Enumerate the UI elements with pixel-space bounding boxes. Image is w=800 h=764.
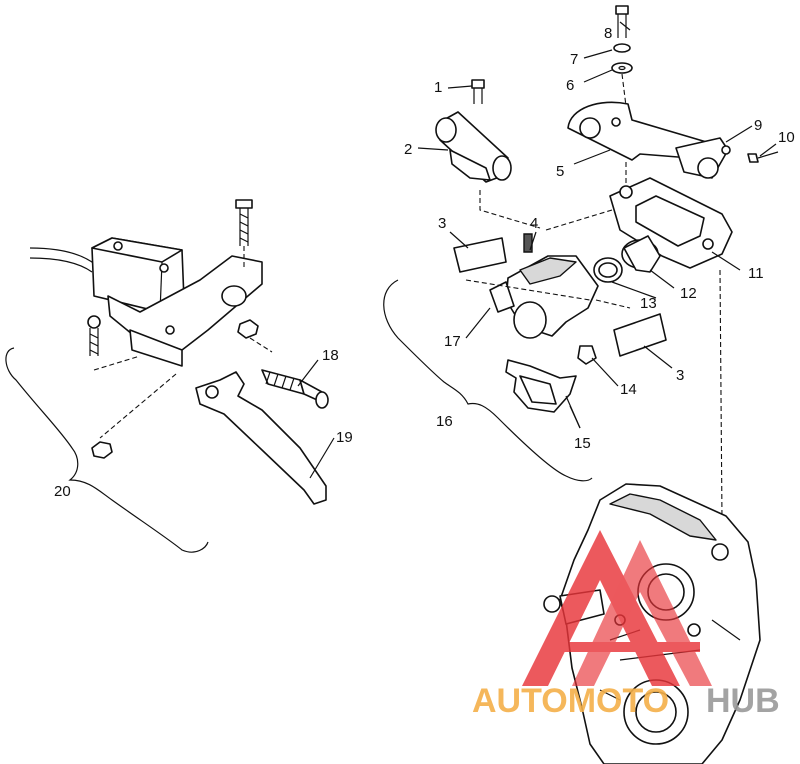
bracket-20 bbox=[5, 347, 209, 553]
callout-18: 18 bbox=[322, 347, 339, 364]
callout-11: 11 bbox=[748, 265, 764, 282]
callout-7: 7 bbox=[570, 51, 578, 68]
caliper-assembly bbox=[435, 5, 779, 521]
callout-9: 9 bbox=[754, 117, 762, 134]
callout-19: 19 bbox=[336, 429, 353, 446]
callout-5: 5 bbox=[556, 163, 564, 180]
callout-16: 16 bbox=[436, 413, 453, 430]
brake-lever-19 bbox=[195, 371, 327, 505]
callout-8: 8 bbox=[604, 25, 612, 42]
watermark-text-automoto: AUTOMOTO bbox=[472, 682, 669, 720]
callout-15: 15 bbox=[574, 435, 591, 452]
callout-17: 17 bbox=[444, 333, 461, 350]
watermark-bar bbox=[560, 642, 700, 652]
callout-10: 10 bbox=[778, 129, 795, 146]
callout-3-upper: 3 bbox=[438, 215, 446, 232]
master-cylinder-assembly bbox=[29, 199, 273, 459]
callout-2: 2 bbox=[404, 141, 412, 158]
callout-6: 6 bbox=[566, 77, 574, 94]
callout-20: 20 bbox=[54, 483, 71, 500]
watermark-logo bbox=[522, 530, 712, 686]
callout-14: 14 bbox=[620, 381, 637, 398]
callout-3-lower: 3 bbox=[676, 367, 684, 384]
watermark-text-hub: HUB bbox=[706, 682, 780, 720]
callout-4: 4 bbox=[530, 215, 538, 232]
callout-1: 1 bbox=[434, 79, 442, 96]
callout-leaders bbox=[297, 21, 777, 479]
callout-13: 13 bbox=[640, 295, 657, 312]
bracket-16 bbox=[383, 279, 593, 482]
callout-12: 12 bbox=[680, 285, 697, 302]
pivot-bolt-18 bbox=[261, 369, 329, 409]
